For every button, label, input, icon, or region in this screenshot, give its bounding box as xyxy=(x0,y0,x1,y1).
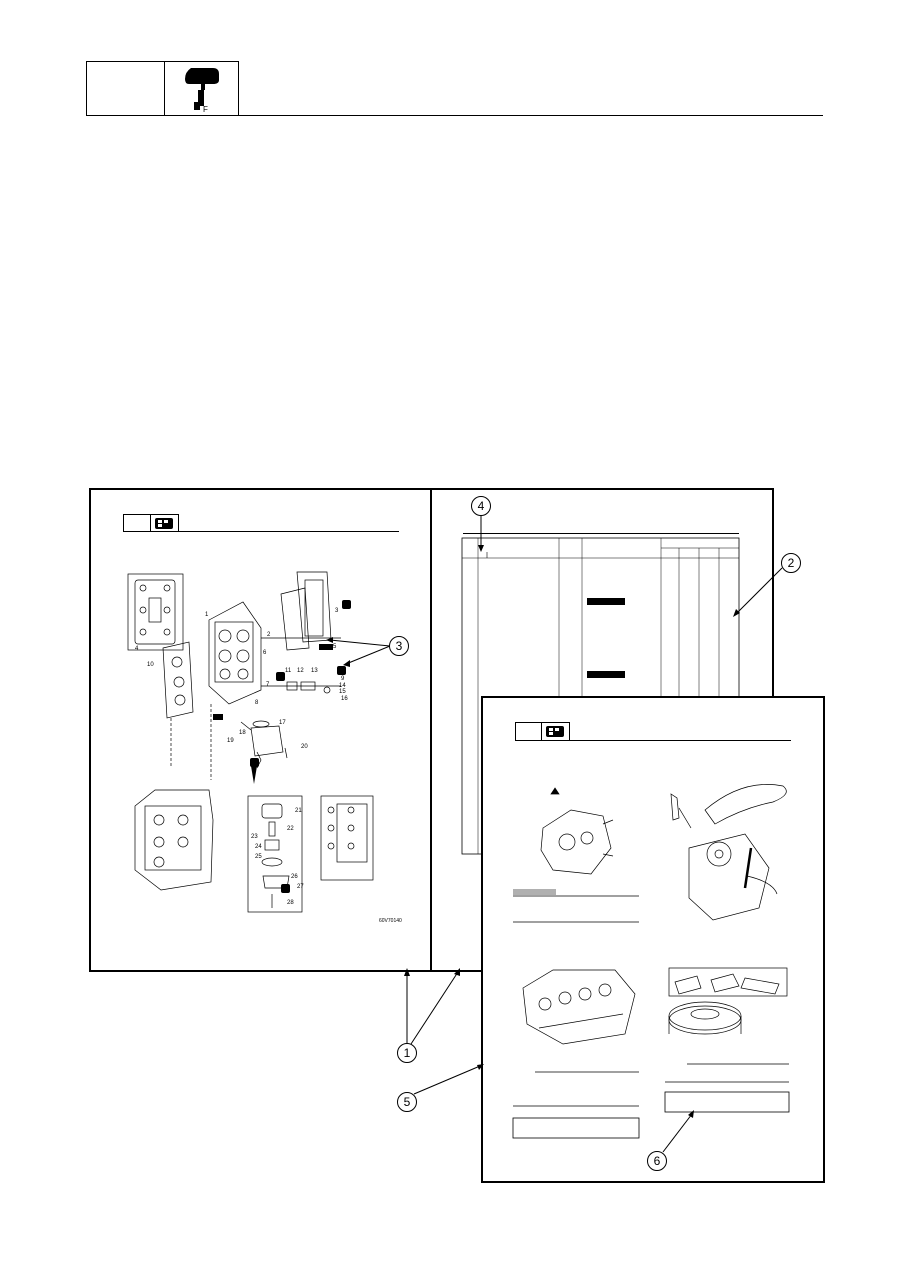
table-black-label-1 xyxy=(587,598,625,605)
part-label: 11 xyxy=(285,668,292,674)
part-label: 18 xyxy=(239,730,246,736)
part-label: 10 xyxy=(147,662,154,668)
part-label: 8 xyxy=(255,700,259,706)
part-label: 14 xyxy=(339,683,346,689)
procedure-highlight-label xyxy=(513,889,556,895)
engine-block-icon xyxy=(546,726,564,737)
part-label: 27 xyxy=(297,884,304,890)
part-label: 26 xyxy=(291,874,298,880)
sample-page-procedure xyxy=(481,696,825,1183)
part-label: 23 xyxy=(251,834,258,840)
part-label: 15 xyxy=(339,689,346,695)
callout-4: 4 xyxy=(471,496,491,516)
callout-5: 5 xyxy=(397,1092,417,1112)
part-label: 2 xyxy=(267,632,271,638)
part-label: 3 xyxy=(335,608,339,614)
part-label: 4 xyxy=(135,646,139,652)
part-label: 25 xyxy=(255,854,262,860)
header-icon-letter: F xyxy=(203,105,208,114)
callout-1: 1 xyxy=(397,1043,417,1063)
header-rule xyxy=(86,115,823,116)
callout-3: 3 xyxy=(389,636,409,656)
left-page-rule xyxy=(123,531,399,532)
part-label: 5 xyxy=(333,644,337,650)
part-label: 1 xyxy=(205,612,209,618)
sample-page-exploded-diagram: 1 2 3 4 5 6 7 8 9 10 11 12 13 14 15 16 1… xyxy=(89,488,432,972)
header-icon-box: F xyxy=(164,61,239,116)
part-label: 13 xyxy=(311,668,318,674)
part-label: 19 xyxy=(227,738,234,744)
part-label: 20 xyxy=(301,744,308,750)
front-page-rule xyxy=(515,740,791,741)
outboard-motor-icon: F xyxy=(185,68,219,114)
table-black-label-2 xyxy=(587,671,625,678)
part-label: 16 xyxy=(341,696,348,702)
part-label: 22 xyxy=(287,826,294,832)
part-label: 24 xyxy=(255,844,262,850)
part-label: 21 xyxy=(295,808,302,814)
table-page-rule xyxy=(463,533,739,534)
procedure-illustrations xyxy=(512,784,790,1139)
part-label: 12 xyxy=(297,668,304,674)
callout-2: 2 xyxy=(781,553,801,573)
part-label: 9 xyxy=(341,676,345,682)
front-page-icon-box xyxy=(541,722,570,740)
callout-6: 6 xyxy=(647,1151,667,1171)
engine-block-icon xyxy=(155,518,173,529)
part-label: 6 xyxy=(263,650,267,656)
part-label: 28 xyxy=(287,900,294,906)
part-label: 17 xyxy=(279,720,286,726)
part-label: 7 xyxy=(266,682,270,688)
exploded-parts-drawing xyxy=(127,571,374,913)
header-blank-box xyxy=(86,61,165,116)
left-page-icon-box xyxy=(150,514,179,532)
image-code: 60V70140 xyxy=(379,918,402,924)
